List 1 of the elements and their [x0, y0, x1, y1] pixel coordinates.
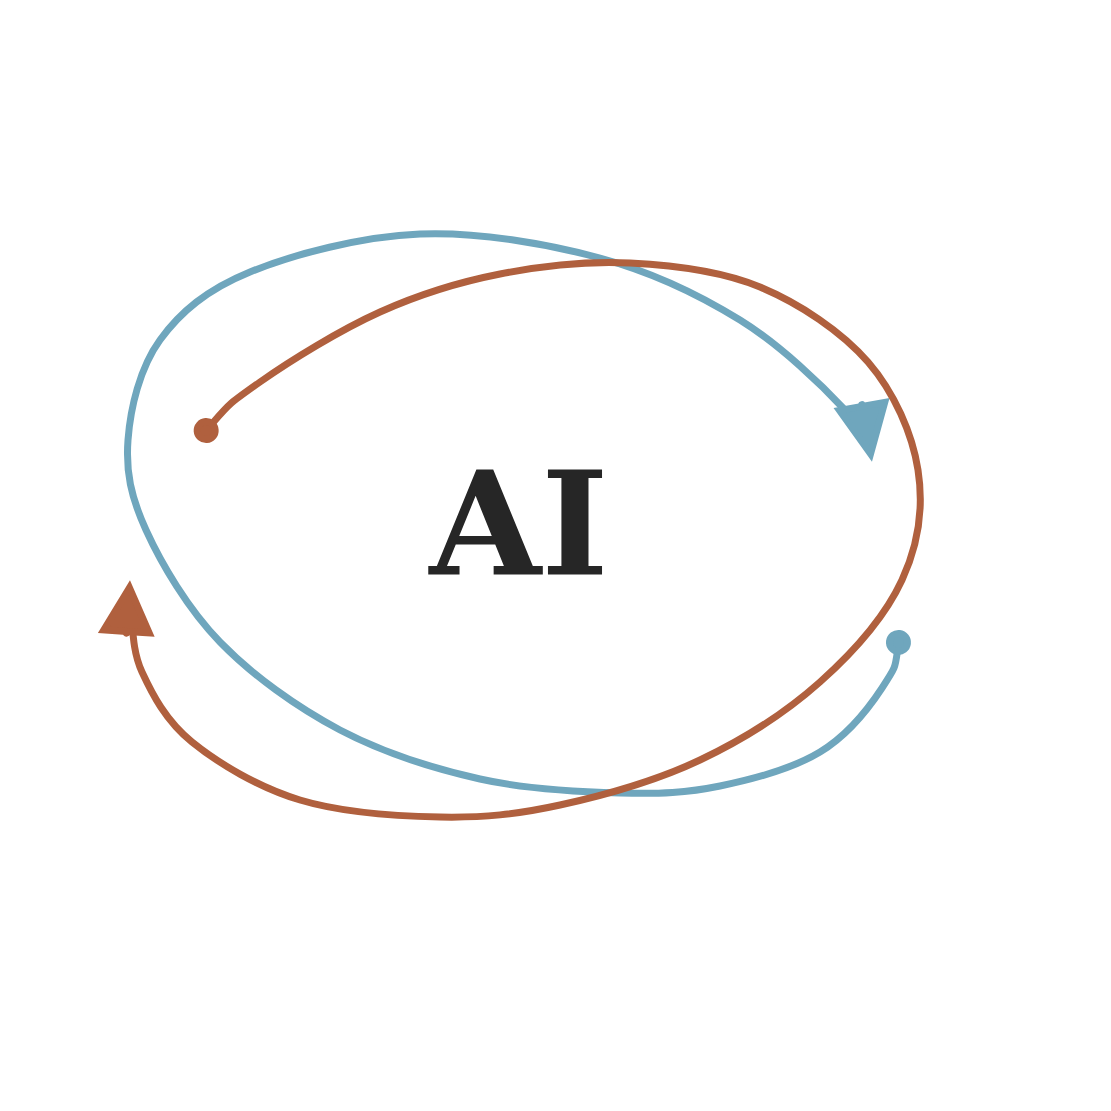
center-label: AI — [428, 469, 602, 575]
